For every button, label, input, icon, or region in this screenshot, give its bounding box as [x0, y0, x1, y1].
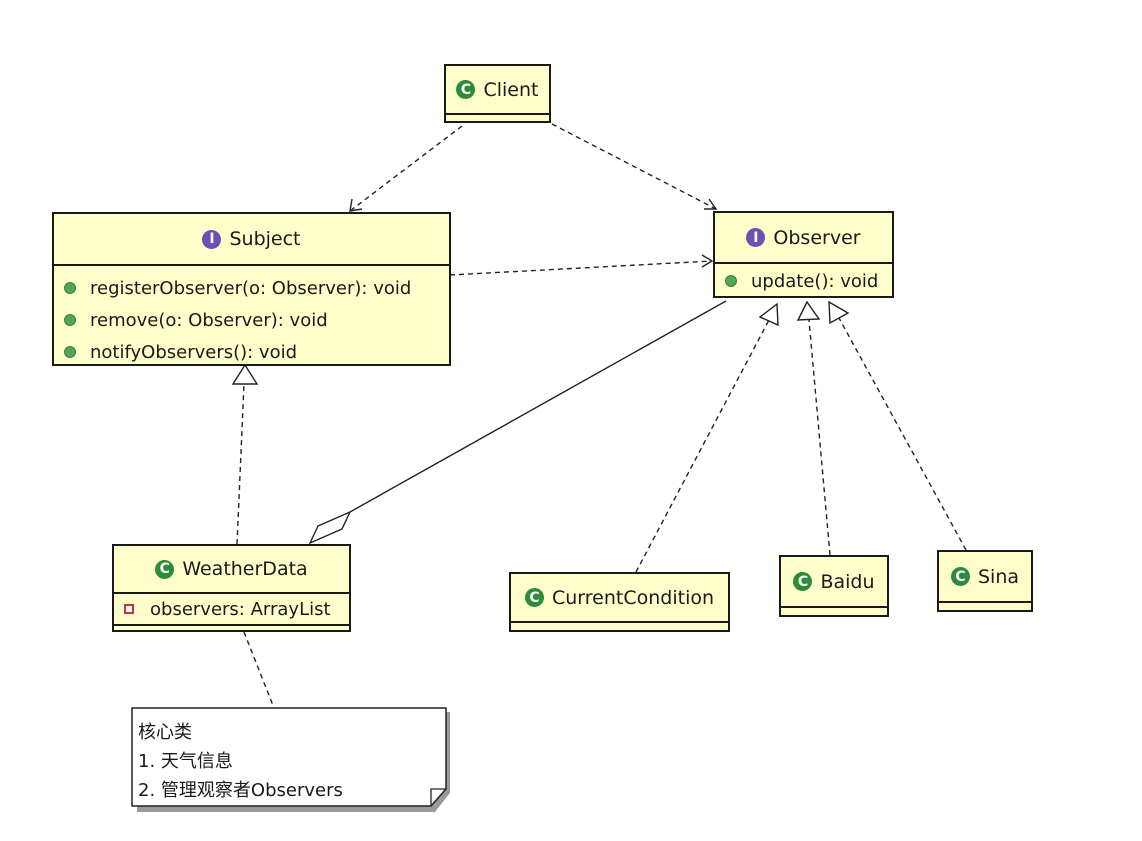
currentcondition-empty-section — [511, 623, 728, 628]
hollow-triangle-observer-1 — [758, 302, 779, 327]
note-anchor-line — [243, 631, 275, 709]
attribute-signature: observers: ArrayList — [150, 598, 331, 620]
realization-baidu-observer — [808, 319, 831, 556]
interface-i-icon: I — [746, 228, 766, 247]
subject-method-row[interactable]: registerObserver(o: Observer): void — [54, 272, 449, 304]
class-c-icon: C — [456, 80, 476, 99]
client-class-name: Client — [483, 78, 539, 101]
note-line-1: 核心类 — [138, 722, 192, 743]
currentcondition-class-header: C CurrentCondition — [511, 574, 728, 623]
note-fold — [430, 788, 446, 806]
weatherdata-attributes-section: observers: ArrayList — [114, 594, 349, 626]
note-shape — [131, 707, 447, 807]
public-method-icon — [64, 282, 76, 294]
method-signature: registerObserver(o: Observer): void — [90, 277, 412, 299]
weatherdata-methods-section — [114, 626, 349, 632]
dependency-client-subject — [349, 125, 463, 212]
public-method-icon — [64, 314, 76, 326]
currentcondition-class-box[interactable]: C CurrentCondition — [509, 572, 730, 632]
subject-method-row[interactable]: notifyObservers(): void — [54, 336, 449, 368]
method-signature: update(): void — [751, 270, 879, 292]
client-class-box[interactable]: C Client — [444, 64, 551, 123]
weatherdata-class-header: C WeatherData — [114, 546, 349, 594]
dependency-client-observer — [551, 123, 717, 210]
observer-method-row[interactable]: update(): void — [715, 264, 892, 298]
sina-class-name: Sina — [977, 565, 1020, 588]
class-c-icon: C — [950, 567, 970, 586]
method-signature: notifyObservers(): void — [90, 341, 298, 363]
baidu-class-name: Baidu — [820, 570, 875, 593]
interface-i-icon: I — [202, 229, 222, 249]
sina-class-header: C Sina — [939, 552, 1031, 603]
observer-interface-name: Observer — [773, 226, 861, 249]
method-signature: remove(o: Observer): void — [90, 309, 328, 331]
subject-interface-name: Subject — [229, 228, 301, 250]
private-field-icon — [124, 604, 134, 614]
public-method-icon — [725, 275, 737, 287]
open-arrowhead-observer-left — [701, 254, 714, 268]
weatherdata-attribute-row[interactable]: observers: ArrayList — [114, 594, 349, 624]
aggregation-weatherdata-observer — [349, 300, 727, 513]
baidu-class-box[interactable]: C Baidu — [779, 555, 889, 617]
hollow-triangle-subject — [231, 363, 259, 385]
weatherdata-class-box[interactable]: C WeatherData observers: ArrayList — [112, 544, 351, 632]
subject-methods-section: registerObserver(o: Observer): void remo… — [54, 266, 449, 368]
sina-empty-section — [939, 603, 1031, 608]
observer-interface-box[interactable]: I Observer update(): void — [713, 211, 894, 298]
dependency-subject-observer — [449, 260, 713, 276]
realization-weatherdata-subject — [236, 383, 245, 545]
subject-interface-header: I Subject — [54, 214, 449, 266]
hollow-triangle-observer-3 — [828, 300, 850, 325]
open-arrowhead-observer-top — [704, 198, 718, 210]
realization-currentcondition-observer — [635, 319, 770, 573]
class-c-icon: C — [793, 572, 813, 591]
client-empty-section — [446, 115, 549, 120]
client-class-header: C Client — [446, 66, 549, 115]
baidu-empty-section — [781, 608, 887, 613]
currentcondition-class-name: CurrentCondition — [551, 586, 715, 609]
open-arrowhead-subject — [349, 198, 363, 212]
note-line-3: 2. 管理观察者Observers — [138, 780, 343, 801]
observer-interface-header: I Observer — [715, 213, 892, 264]
weatherdata-class-name: WeatherData — [182, 558, 308, 580]
class-c-icon: C — [155, 559, 175, 579]
realization-sina-observer — [838, 317, 967, 551]
note-line-2: 1. 天气信息 — [138, 751, 233, 772]
public-method-icon — [64, 346, 76, 358]
baidu-class-header: C Baidu — [781, 557, 887, 608]
class-c-icon: C — [524, 588, 544, 607]
subject-method-row[interactable]: remove(o: Observer): void — [54, 304, 449, 336]
sina-class-box[interactable]: C Sina — [937, 550, 1033, 612]
observer-methods-section: update(): void — [715, 264, 892, 298]
hollow-triangle-observer-2 — [796, 300, 821, 321]
subject-interface-box[interactable]: I Subject registerObserver(o: Observer):… — [52, 212, 451, 366]
note-box[interactable]: 核心类 1. 天气信息 2. 管理观察者Observers — [132, 708, 446, 806]
aggregation-diamond — [308, 510, 352, 545]
